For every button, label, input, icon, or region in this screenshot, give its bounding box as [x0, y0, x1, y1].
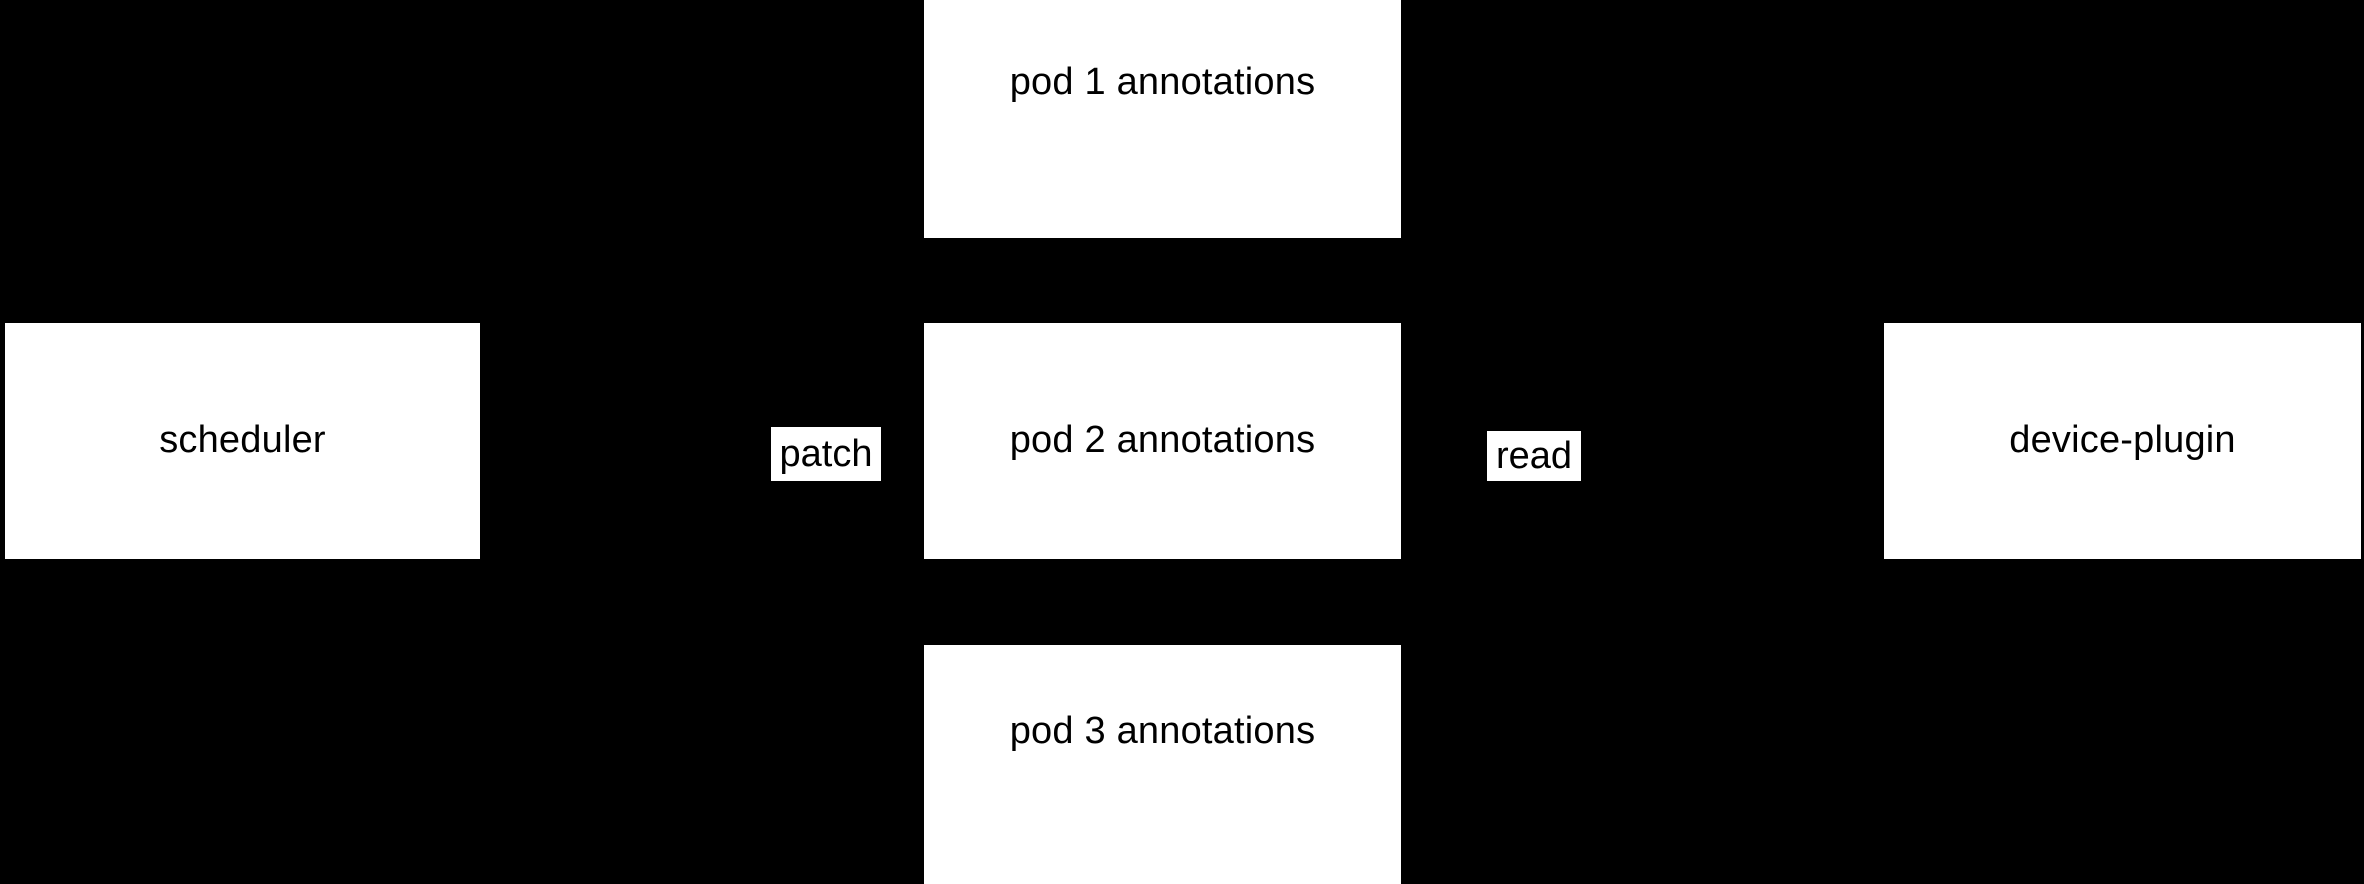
node-scheduler[interactable]: scheduler — [5, 323, 480, 559]
edge-label-patch: patch — [771, 427, 881, 481]
node-pod-1-annotations-label: pod 1 annotations — [1009, 61, 1316, 103]
connector-scheduler-to-pod2 — [480, 439, 924, 442]
connector-pod2-to-device-plugin — [1401, 439, 1884, 442]
edge-label-patch-text: patch — [779, 432, 873, 475]
node-pod-1-annotations[interactable]: pod 1 annotations — [924, 0, 1401, 238]
edge-label-read-text: read — [1495, 434, 1573, 477]
node-device-plugin-label: device-plugin — [2009, 419, 2236, 462]
node-scheduler-label: scheduler — [159, 419, 326, 462]
edge-label-read: read — [1487, 431, 1581, 481]
node-pod-3-annotations[interactable]: pod 3 annotations — [924, 645, 1401, 884]
node-pod-3-annotations-label: pod 3 annotations — [1009, 710, 1316, 752]
node-device-plugin[interactable]: device-plugin — [1884, 323, 2361, 559]
node-pod-2-annotations[interactable]: pod 2 annotations — [924, 323, 1401, 559]
node-pod-2-annotations-label: pod 2 annotations — [1009, 419, 1316, 462]
